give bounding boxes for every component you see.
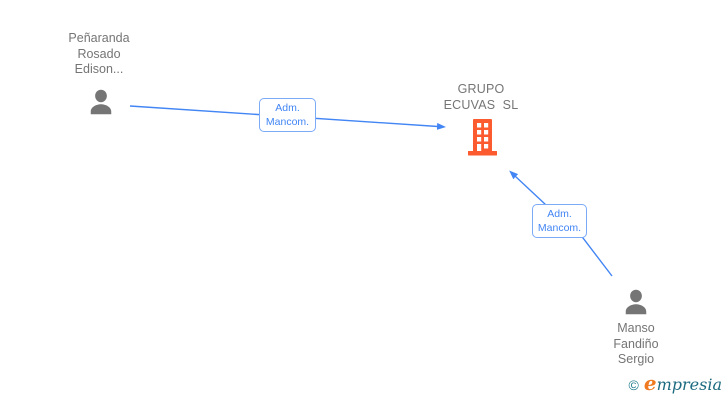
node-person2-label: Manso Fandiño Sergio xyxy=(613,321,659,366)
edge-label-adm-mancom-1[interactable]: Adm. Mancom. xyxy=(259,98,316,132)
copyright-icon: © xyxy=(628,377,639,393)
building-icon xyxy=(464,118,501,156)
brand-rest: mpresia xyxy=(656,375,722,394)
empresia-logo[interactable]: © empresia xyxy=(629,371,722,395)
person-icon xyxy=(86,87,116,117)
brand-wordmark: empresia xyxy=(644,371,722,395)
node-company-label: GRUPO ECUVAS SL xyxy=(443,82,519,112)
person-icon xyxy=(621,287,651,317)
brand-initial: e xyxy=(643,371,657,395)
edge-label-adm-mancom-2[interactable]: Adm. Mancom. xyxy=(532,204,587,238)
node-person1-label: Peñaranda Rosado Edison... xyxy=(68,31,130,76)
